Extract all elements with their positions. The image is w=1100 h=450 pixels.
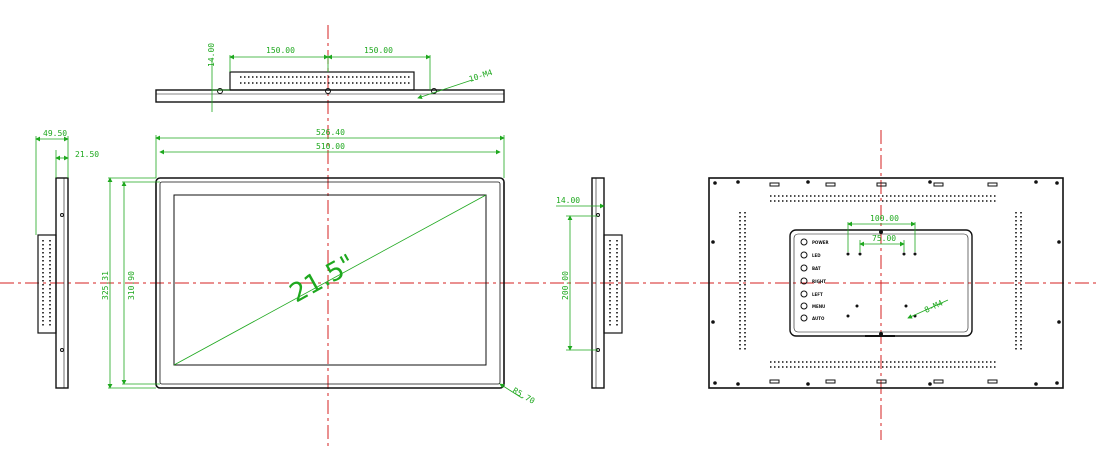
rear-control-buttons: POWER LED BAT RIGHT LEFT MENU AUTO xyxy=(800,238,829,322)
center-lines xyxy=(0,25,1100,448)
right-dim-bezel: 14.00 xyxy=(556,196,580,205)
left-side-view: 49.50 21.50 xyxy=(35,129,99,389)
top-dim-left: 150.00 xyxy=(266,46,295,55)
rear-dim-screw: 8-M4 xyxy=(923,298,944,314)
left-dim-depth-total: 49.50 xyxy=(43,129,67,138)
rear-view: 100.00 75.00 8-M4 POWER LED BAT RIGHT LE… xyxy=(708,177,1064,389)
button-led-icon xyxy=(800,251,808,259)
button-label-power: POWER xyxy=(812,240,829,245)
left-side-body xyxy=(37,234,57,334)
top-view: 150.00 150.00 14.00 10-M4 xyxy=(155,43,505,112)
button-bat-icon xyxy=(800,264,808,272)
front-display-area xyxy=(173,194,487,366)
button-power-icon xyxy=(800,238,808,246)
top-view-vents xyxy=(240,76,410,84)
button-label-right: RIGHT xyxy=(812,279,826,284)
front-dim-corner: R5.70 xyxy=(511,386,537,406)
right-dim-mount-height: 200.00 xyxy=(561,271,570,300)
rear-frame-holes xyxy=(711,180,1061,386)
button-label-menu: MENU xyxy=(812,304,825,309)
front-outer-bezel xyxy=(155,177,505,389)
top-dim-right: 150.00 xyxy=(364,46,393,55)
top-view-body xyxy=(229,71,415,91)
button-menu-icon xyxy=(800,302,808,310)
front-dim-inner-height: 310.90 xyxy=(127,271,136,300)
right-side-body xyxy=(603,234,623,334)
diagonal-label: 21.5" xyxy=(285,249,361,309)
left-dim-depth-body: 21.50 xyxy=(75,150,99,159)
button-label-led: LED xyxy=(812,253,821,258)
front-dim-outer-width: 526.40 xyxy=(316,128,345,137)
front-dim-outer-height: 325.31 xyxy=(101,271,110,300)
rear-outer-frame xyxy=(708,177,1064,389)
rear-dim-vesa-outer: 100.00 xyxy=(870,214,899,223)
front-dim-inner-width: 510.00 xyxy=(316,142,345,151)
front-view: 21.5" 526.40 510.00 325.31 310.90 R5.70 xyxy=(101,128,537,406)
button-label-bat: BAT xyxy=(812,266,821,271)
button-label-left: LEFT xyxy=(812,292,823,297)
right-side-view: 14.00 200.00 xyxy=(556,177,623,389)
top-dim-screw: 10-M4 xyxy=(468,68,494,84)
diagonal-line xyxy=(173,194,487,366)
top-dim-height: 14.00 xyxy=(207,43,216,67)
button-auto-icon xyxy=(800,314,808,322)
rear-top-slots xyxy=(769,182,998,384)
button-right-icon xyxy=(800,277,808,285)
button-left-icon xyxy=(800,290,808,298)
rear-vents xyxy=(739,195,1022,368)
rear-dim-vesa-inner: 75.00 xyxy=(872,234,896,243)
button-label-auto: AUTO xyxy=(812,316,825,321)
vesa-holes xyxy=(846,230,917,336)
